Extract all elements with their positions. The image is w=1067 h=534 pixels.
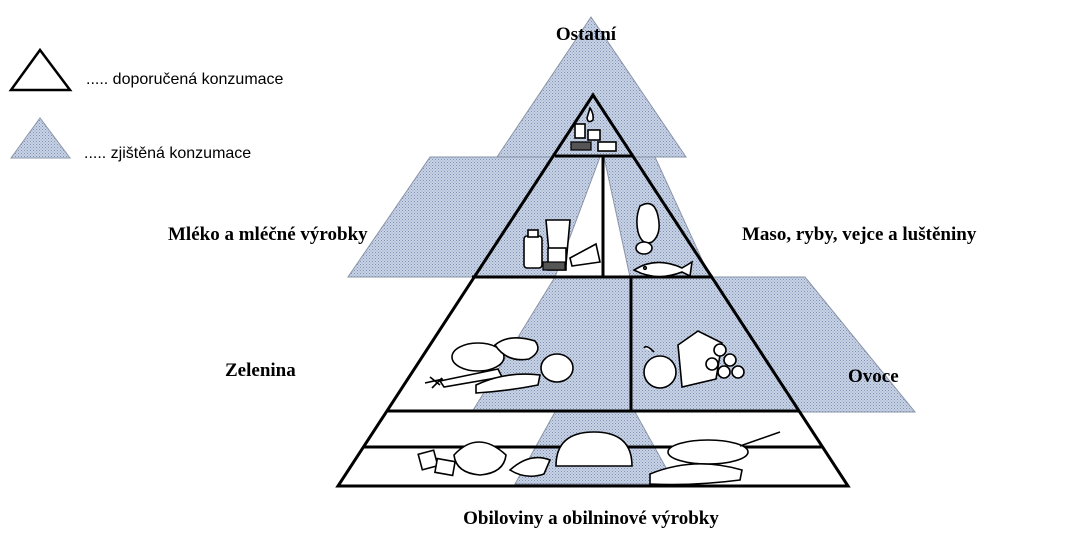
label-meat: Maso, ryby, vejce a luštěniny bbox=[742, 224, 977, 245]
label-fruit: Ovoce bbox=[848, 366, 899, 387]
label-dairy: Mléko a mléčné výrobky bbox=[168, 224, 368, 245]
legend-recommended-label: ..... doporučená konzumace bbox=[86, 71, 284, 88]
label-vegetables: Zelenina bbox=[225, 360, 296, 381]
label-top-other: Ostatní bbox=[556, 24, 617, 45]
label-grains: Obiloviny a obilninové výrobky bbox=[463, 508, 719, 529]
legend-recommended-triangle-icon bbox=[11, 50, 70, 90]
legend-found-triangle-icon bbox=[11, 118, 70, 158]
legend-found-label: ..... zjištěná konzumace bbox=[84, 145, 251, 162]
found-consumption-shapes bbox=[348, 17, 915, 484]
legend: ..... doporučená konzumace ..... zjištěn… bbox=[11, 50, 284, 162]
